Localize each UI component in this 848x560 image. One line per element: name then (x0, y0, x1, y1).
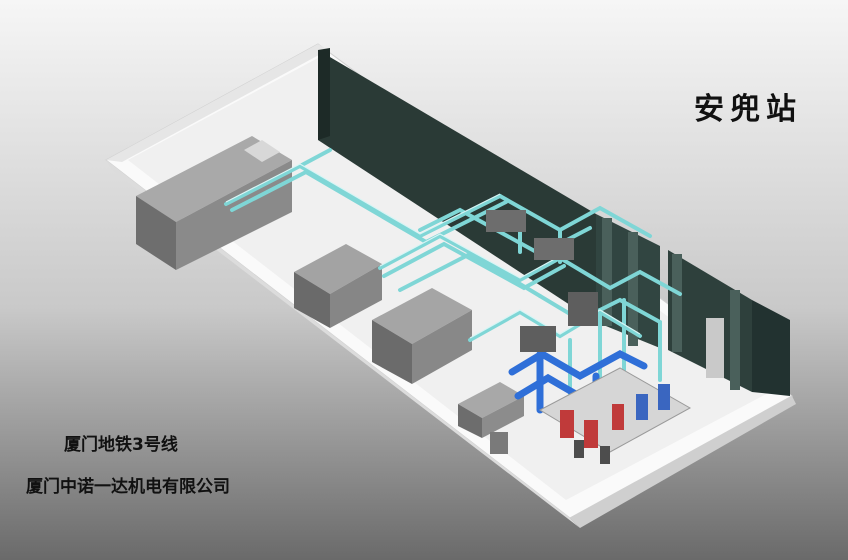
cyan-pipes-highlight (225, 163, 641, 339)
station-title: 安兜站 (694, 92, 802, 127)
air-handling-unit-1 (136, 136, 292, 270)
company-caption: 厦门中诺一达机电有限公司 (26, 477, 230, 497)
air-handling-unit-3 (372, 288, 472, 384)
pump-cluster (538, 367, 692, 464)
air-handling-unit-2 (294, 244, 382, 328)
back-wall (318, 48, 790, 396)
small-unit (458, 382, 524, 454)
metro-line-caption: 厦门地铁3号线 (64, 435, 178, 455)
chiller-units (486, 210, 598, 352)
